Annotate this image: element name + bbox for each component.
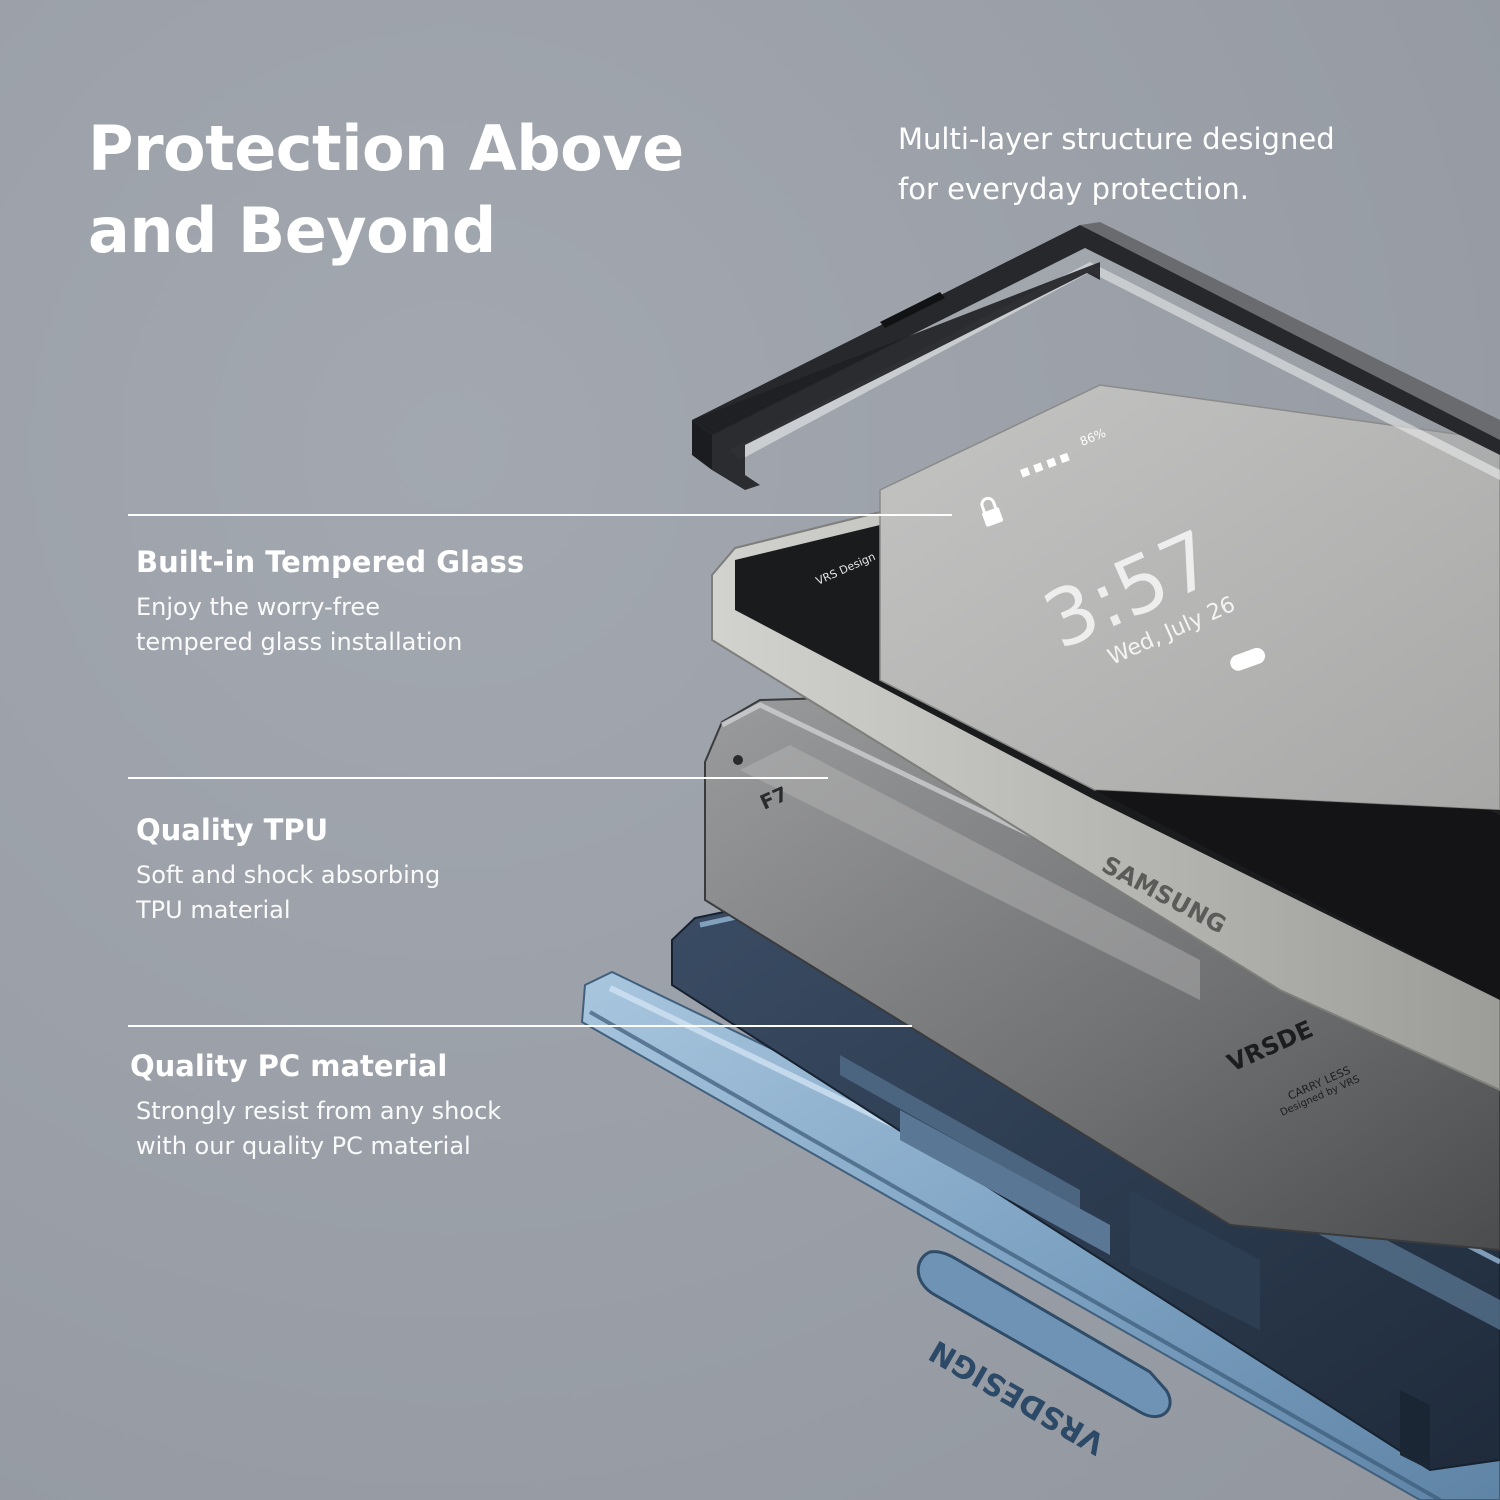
- feature-description-line-1: Soft and shock absorbing: [136, 861, 441, 889]
- glass-brand-text: VRS Design: [814, 550, 877, 588]
- case-back-brand-text: VRSDE: [1223, 1015, 1317, 1077]
- feature-quality-tpu: Quality TPU Soft and shock absorbing TPU…: [136, 810, 696, 928]
- feature-tempered-glass: Built-in Tempered Glass Enjoy the worry-…: [136, 542, 696, 660]
- feature-description: Strongly resist from any shock with our …: [136, 1094, 690, 1164]
- phone-display: [879, 384, 1500, 1000]
- phone-brand-text: SAMSUNG: [1097, 851, 1231, 940]
- feature-title: Built-in Tempered Glass: [136, 545, 525, 579]
- subtitle: Multi-layer structure designed for every…: [898, 114, 1458, 214]
- feature-description-line-1: Strongly resist from any shock: [136, 1097, 502, 1125]
- feature-description: Enjoy the worry-free tempered glass inst…: [136, 590, 696, 660]
- status-battery-text: 86%: [1078, 426, 1108, 449]
- feature-description-line-2: TPU material: [136, 896, 291, 924]
- status-icons: [1020, 452, 1070, 478]
- subtitle-line-2: for everyday protection.: [898, 172, 1249, 206]
- feature-title: Quality PC material: [130, 1049, 448, 1083]
- notification-icon: [1230, 647, 1266, 671]
- tpu-mark-text: F7: [756, 781, 791, 814]
- glass-layer: [692, 222, 1500, 490]
- case-brand-text: VRSDESIGN: [924, 1333, 1111, 1461]
- page-title: Protection Above and Beyond: [88, 108, 748, 272]
- feature-description: Soft and shock absorbing TPU material: [136, 858, 696, 928]
- feature-description-line-1: Enjoy the worry-free: [136, 593, 380, 621]
- lock-icon: [980, 496, 1004, 527]
- callout-line-pc: [128, 1025, 912, 1027]
- feature-quality-pc: Quality PC material Strongly resist from…: [130, 1046, 690, 1164]
- callout-line-glass: [128, 514, 952, 516]
- subtitle-line-1: Multi-layer structure designed: [898, 122, 1335, 156]
- feature-description-line-2: with our quality PC material: [136, 1132, 471, 1160]
- page-title-line-1: Protection Above: [88, 112, 684, 185]
- feature-title: Quality TPU: [136, 813, 329, 847]
- callout-line-tpu: [128, 777, 828, 779]
- feature-description-line-2: tempered glass installation: [136, 628, 463, 656]
- page-title-line-2: and Beyond: [88, 194, 496, 267]
